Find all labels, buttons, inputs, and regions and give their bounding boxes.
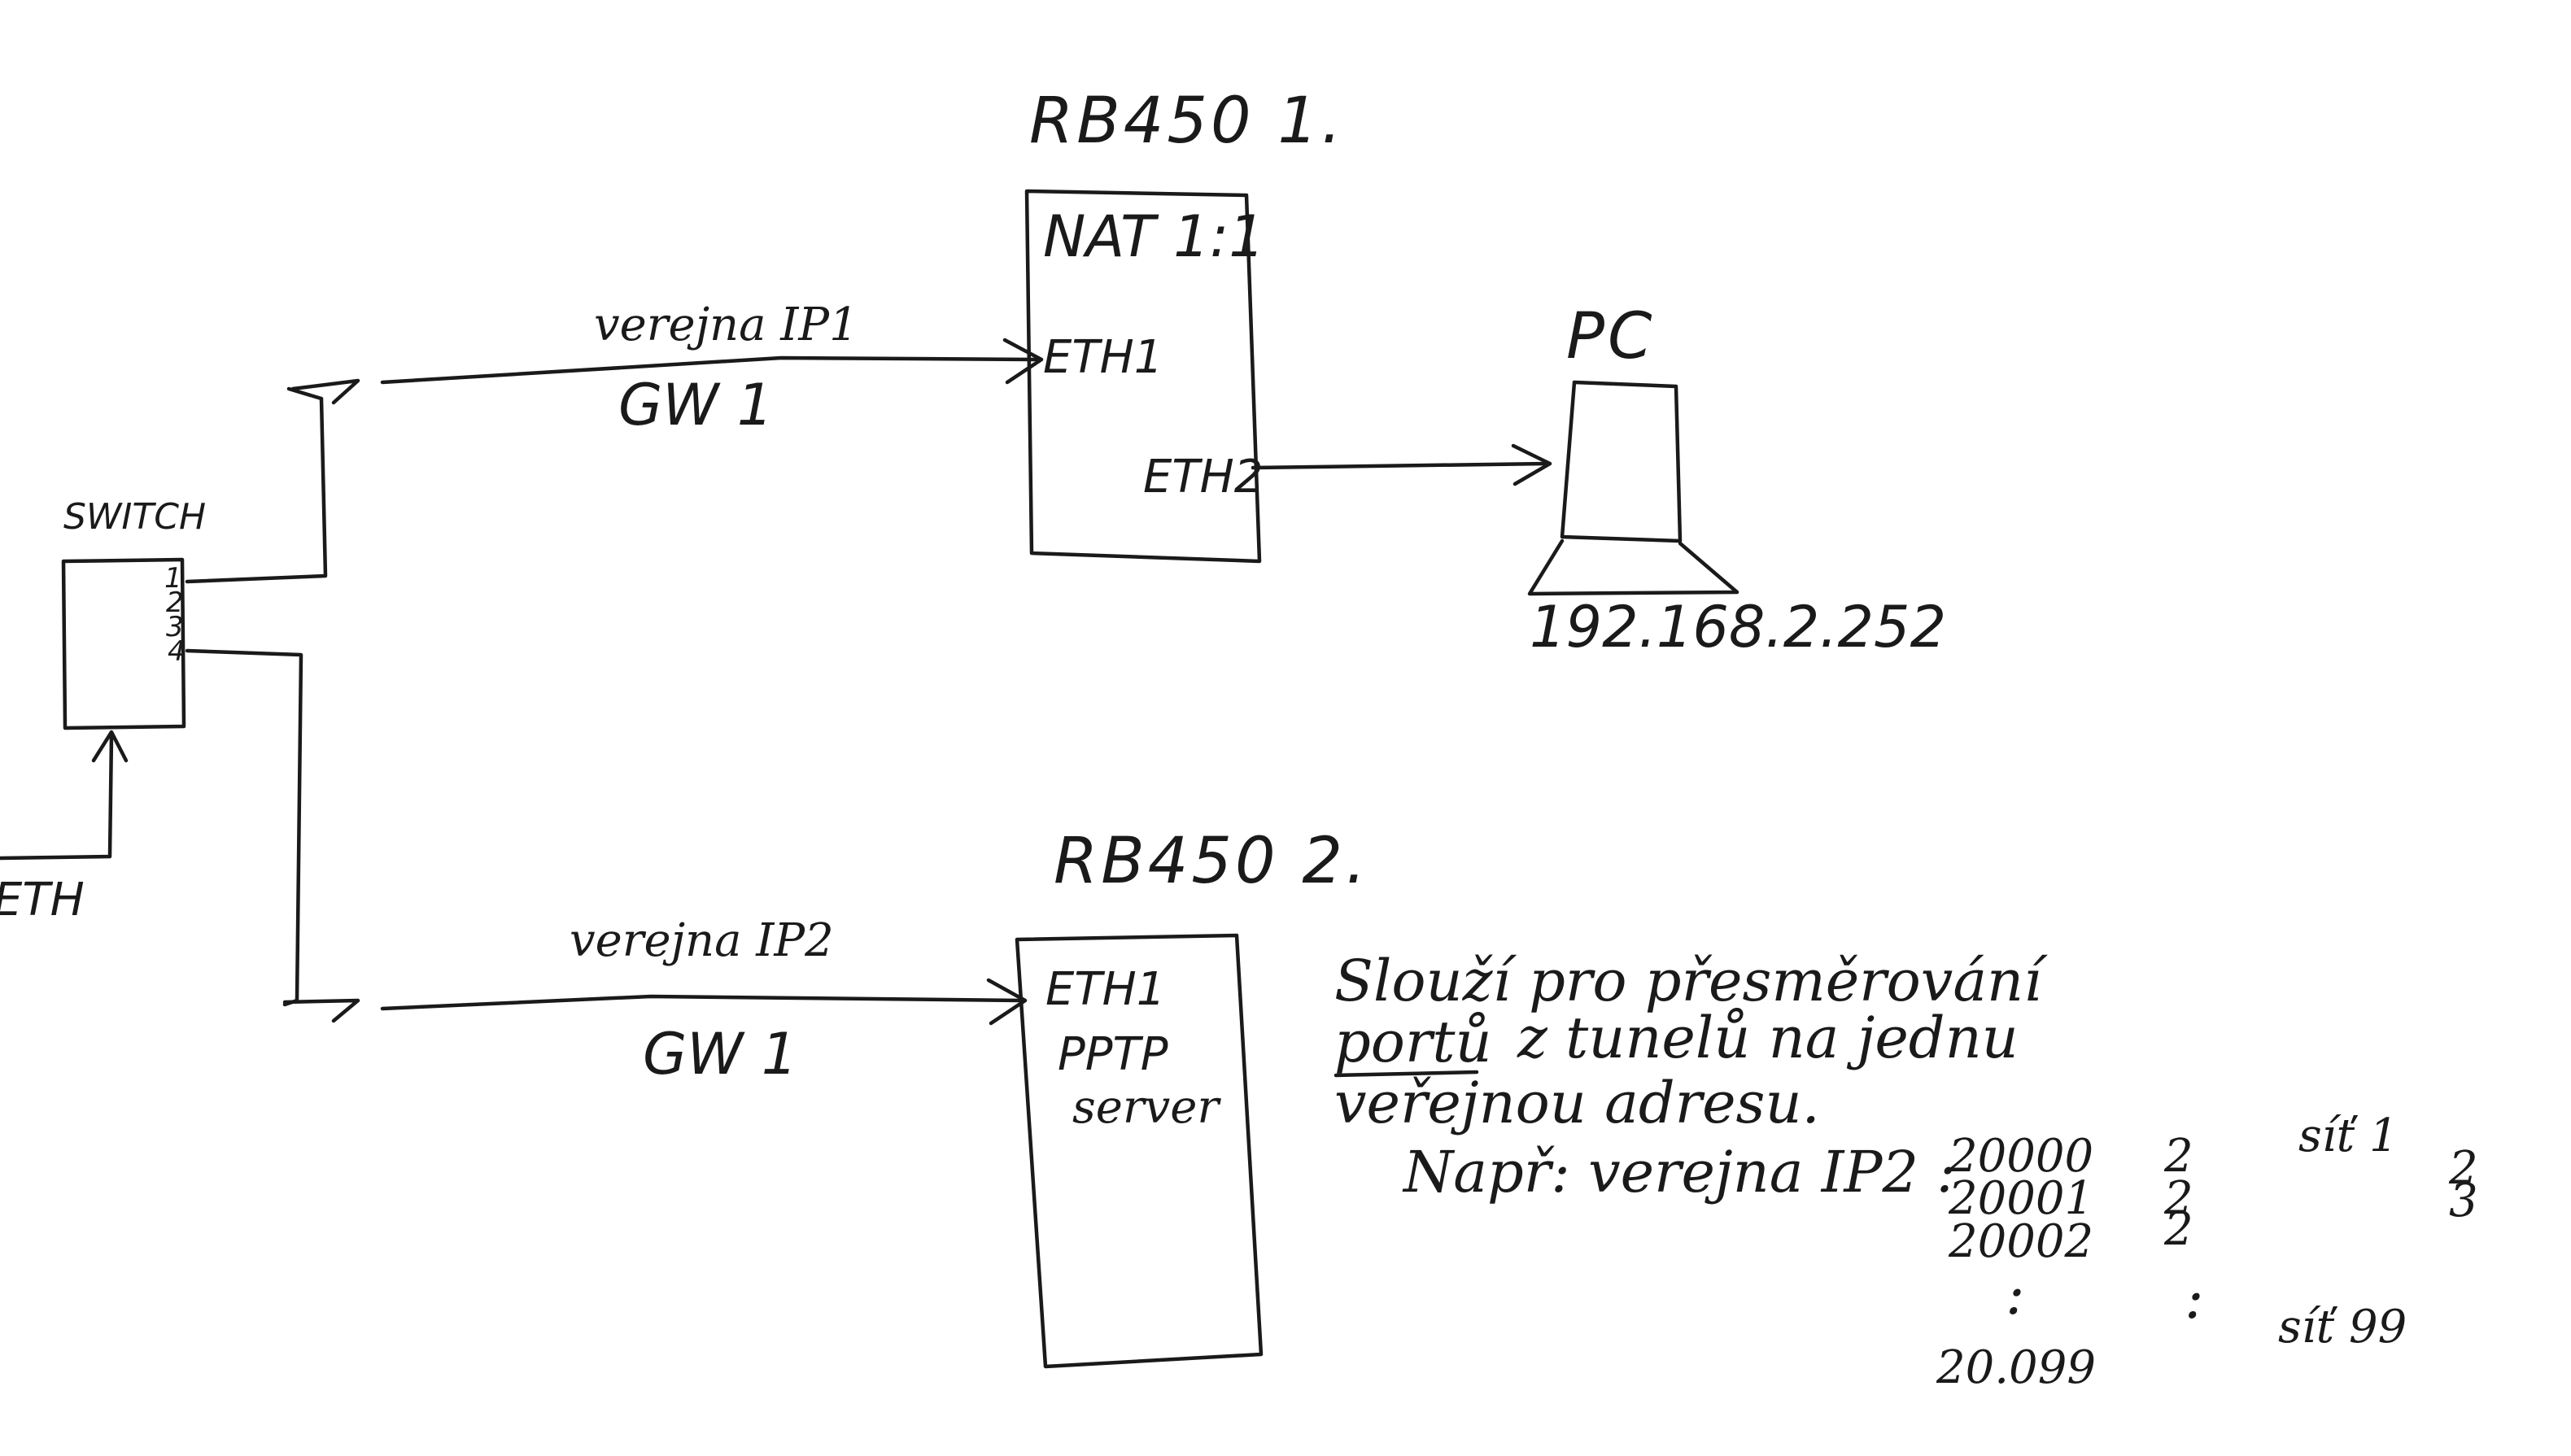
note-row2-net: 2: [2448, 1142, 2478, 1195]
link-pc: [1251, 443, 1552, 486]
link1: verejna IP1 GW 1: [185, 299, 1044, 584]
pc-base: [1527, 538, 1739, 596]
router1-eth1-label: ETH1: [1043, 331, 1163, 384]
pc-ip: 192.168.2.252: [1530, 594, 1946, 660]
note-underline: [1334, 1070, 1479, 1078]
eth-input-label: ETH: [0, 874, 85, 926]
eth-input-arrowhead: [91, 730, 129, 763]
note-line3: veřejnou adresu.: [1334, 1070, 1820, 1136]
pc: PC 192.168.2.252: [1527, 300, 1946, 660]
note-row2-port: 20001: [1948, 1172, 2093, 1225]
link-pc-arrowhead: [1511, 443, 1552, 486]
link1-wire-up: [185, 386, 328, 584]
switch: SWITCH 1 2 3 4 ETH: [0, 496, 206, 926]
note-row1-mid: 2: [2163, 1130, 2193, 1183]
router2-box: [1015, 933, 1264, 1369]
link1-ip-label: verejna IP1: [594, 299, 858, 351]
link2-line: [380, 994, 1024, 1011]
router2: RB450 2. ETH1 PPTP server: [1015, 825, 1369, 1369]
link2-arrowhead: [986, 978, 1028, 1026]
link1-gw-label: GW 1: [618, 372, 773, 438]
router1: RB450 1. NAT 1:1 ETH1 ETH2: [1024, 85, 1345, 564]
note-ellipsis-mid: :: [2185, 1265, 2204, 1332]
router2-eth1-label: ETH1: [1045, 963, 1165, 1016]
note-row3-mid: 2: [2163, 1203, 2193, 1256]
link1-arrowhead: [1002, 338, 1044, 385]
note-row3-port: 20002: [1948, 1215, 2093, 1268]
link2: verejna IP2 GW 1: [185, 648, 1028, 1088]
note-ellipsis-left: :: [2006, 1261, 2025, 1327]
note: Slouží pro přesměrování portů z tunelů n…: [1334, 948, 2478, 1394]
pc-monitor: [1560, 380, 1683, 543]
note-row3-net: 3: [2449, 1175, 2478, 1227]
router1-box: [1024, 189, 1262, 564]
router2-server-label: server: [1072, 1081, 1221, 1134]
note-line2a: portů: [1334, 1009, 1492, 1075]
router1-title: RB450 1.: [1029, 85, 1345, 158]
link2-wire-down: [185, 648, 303, 1007]
note-example-label: Např: verejna IP2 :: [1402, 1139, 1956, 1205]
note-row2-mid: 2: [2163, 1172, 2193, 1225]
note-row1-port: 20000: [1948, 1130, 2093, 1183]
eth-input-line: [0, 734, 114, 861]
note-row1-net: síť 1: [2298, 1109, 2399, 1162]
link2-small-arrow: [282, 998, 360, 1023]
switch-port-2: 2: [166, 586, 184, 619]
link2-ip-label: verejna IP2: [570, 914, 834, 967]
router2-title: RB450 2.: [1054, 825, 1369, 898]
router1-nat-label: NAT 1:1: [1043, 203, 1265, 270]
switch-label: SWITCH: [63, 496, 206, 538]
link1-line: [380, 355, 1040, 385]
switch-port-1: 1: [164, 562, 182, 595]
note-last-net: síť 99: [2278, 1301, 2407, 1354]
link1-small-arrow: [290, 378, 360, 405]
pc-label: PC: [1566, 300, 1656, 373]
router1-eth2-label: ETH2: [1143, 451, 1263, 503]
note-line1: Slouží pro přesměrování: [1334, 948, 2048, 1014]
link2-gw-label: GW 1: [643, 1021, 797, 1088]
switch-port-3: 3: [166, 611, 184, 643]
router2-pptp-label: PPTP: [1058, 1028, 1168, 1081]
note-line2b: z tunelů na jednu: [1517, 1005, 2019, 1071]
switch-port-4: 4: [168, 635, 186, 668]
switch-box: [61, 557, 186, 730]
note-last-port: 20.099: [1936, 1341, 2096, 1394]
link-pc-line: [1251, 461, 1548, 470]
